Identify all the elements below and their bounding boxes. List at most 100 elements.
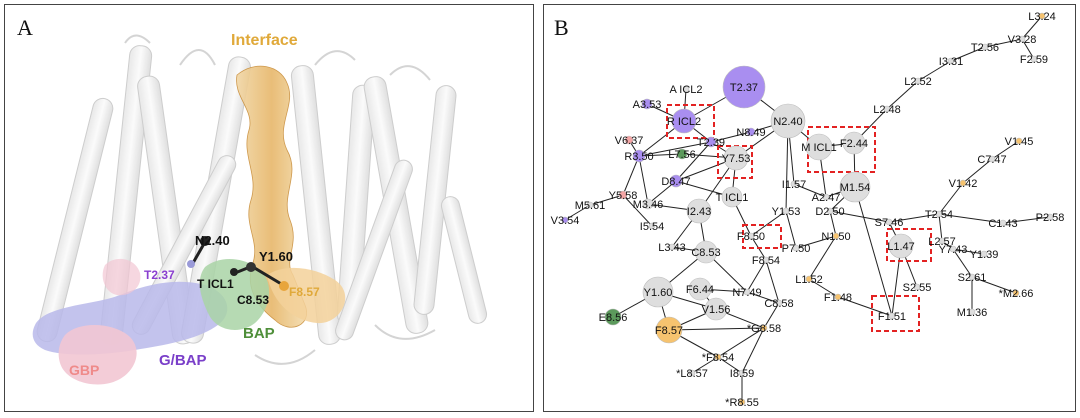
node-label: R ICL2	[667, 116, 701, 128]
node-V145: V1.45	[1005, 136, 1034, 148]
node-label: T2.39	[697, 137, 725, 149]
node-circle	[682, 85, 690, 93]
node-circle	[1030, 55, 1038, 63]
node-V354: V3.54	[551, 215, 580, 227]
node-circle	[561, 216, 569, 224]
node-label: T2.37	[730, 82, 758, 94]
edge-Y558-M561	[589, 194, 624, 206]
edge-L252-L248	[886, 80, 919, 110]
node-label: R3.50	[624, 151, 653, 163]
edge-T254-C143	[938, 213, 1004, 224]
node-F850: F8.50	[737, 231, 765, 243]
node-circle	[999, 219, 1007, 227]
edge-N150-P750	[795, 235, 837, 249]
node-label: I8.59	[730, 368, 754, 380]
node-label: D8.47	[661, 176, 690, 188]
node-Y558: Y5.58	[609, 190, 638, 202]
node-S746: S7.46	[875, 217, 904, 229]
node-label: S2.61	[958, 272, 987, 284]
node-label: I2.43	[687, 206, 711, 218]
node-I157: I1.57	[782, 179, 806, 191]
node-circle	[947, 57, 955, 65]
ticl1-label: T ICL1	[197, 277, 234, 291]
network-nodes: L3.24T2.56V3.28F2.59I3.31L2.52L2.48V1.45…	[551, 11, 1065, 409]
node-circle	[632, 149, 646, 163]
node-label: D2.50	[815, 206, 844, 218]
node-label: V1.42	[949, 178, 978, 190]
node-label: *M2.66	[999, 288, 1034, 300]
node-circle	[968, 308, 976, 316]
loop-ribbons	[124, 34, 436, 365]
node-F148: F1.48	[824, 292, 852, 304]
node-A247: A2.47	[812, 192, 841, 204]
interface-surface	[236, 65, 346, 328]
node-L252: L2.52	[904, 76, 932, 88]
edge-Y743-S261	[952, 248, 973, 278]
node-A353: A3.53	[633, 98, 661, 111]
node-T237: T2.37	[722, 65, 766, 109]
node-L857: *L8.57	[676, 368, 708, 380]
node-circle	[938, 237, 946, 245]
node-circle	[624, 135, 634, 145]
node-circle	[883, 105, 891, 113]
node-circle	[668, 243, 676, 251]
node-F857: F8.57	[655, 316, 683, 344]
node-V156: V1.56	[702, 297, 730, 321]
node-circle	[770, 103, 806, 139]
gbp-label: GBP	[69, 362, 99, 378]
node-T239: T2.39	[697, 136, 725, 149]
node-circle	[686, 198, 712, 224]
node-label: Y7.53	[722, 153, 751, 165]
node-label: N1.50	[821, 231, 850, 243]
node-circle	[688, 277, 712, 301]
node-L756: L7.56	[668, 148, 696, 161]
node-circle	[738, 369, 746, 377]
edge-M561-V354	[564, 204, 591, 221]
node-circle	[586, 201, 594, 209]
edge-S261-M266	[971, 276, 1017, 294]
node-I331: I3.31	[939, 56, 963, 68]
node-circle	[648, 222, 656, 230]
node-label: N7.49	[732, 287, 761, 299]
node-S255: S2.55	[903, 282, 932, 294]
node-circle	[842, 131, 866, 155]
edge-L324-V328	[1021, 15, 1043, 40]
node-label: L7.56	[668, 149, 696, 161]
edge-F148-F151	[837, 296, 893, 317]
node-V328: V3.28	[1008, 34, 1037, 46]
edge-F854-C858	[765, 259, 780, 304]
node-circle	[988, 155, 996, 163]
node-I243: I2.43	[686, 198, 712, 224]
node-L257: L2.57	[928, 236, 956, 248]
edge-F854-N749	[746, 259, 767, 293]
node-label: M5.61	[575, 200, 606, 212]
node-N240: N2.40	[770, 103, 806, 139]
node-label: I1.57	[782, 179, 806, 191]
panel-a-letter: A	[17, 15, 33, 40]
edge-N749-C858	[746, 291, 780, 304]
node-label: M1.54	[840, 182, 871, 194]
node-label: S7.46	[875, 217, 904, 229]
node-circle	[1015, 137, 1023, 145]
edge-F854b-I859	[717, 356, 743, 374]
node-N849: N8.49	[736, 127, 765, 139]
node-TICL1: T ICL1	[716, 186, 748, 208]
node-circle	[834, 293, 842, 301]
node-circle	[705, 136, 717, 148]
edge-Y153-P750	[785, 210, 797, 249]
node-P750: P7.50	[782, 243, 811, 255]
node-label: I5.54	[640, 221, 664, 233]
node-M266: *M2.66	[999, 288, 1034, 300]
node-M136: M1.36	[957, 307, 988, 319]
edge-R350-M346	[638, 155, 649, 205]
edge-F854b-L857	[691, 356, 719, 374]
node-circle	[968, 273, 976, 281]
highlight-box	[742, 224, 782, 249]
node-M561: M5.61	[575, 200, 606, 212]
node-label: L2.57	[928, 236, 956, 248]
node-label: F8.50	[737, 231, 765, 243]
node-label: T2.54	[925, 209, 953, 221]
node-circle	[959, 179, 967, 187]
interface-label: Interface	[231, 32, 298, 49]
node-circle	[655, 316, 683, 344]
